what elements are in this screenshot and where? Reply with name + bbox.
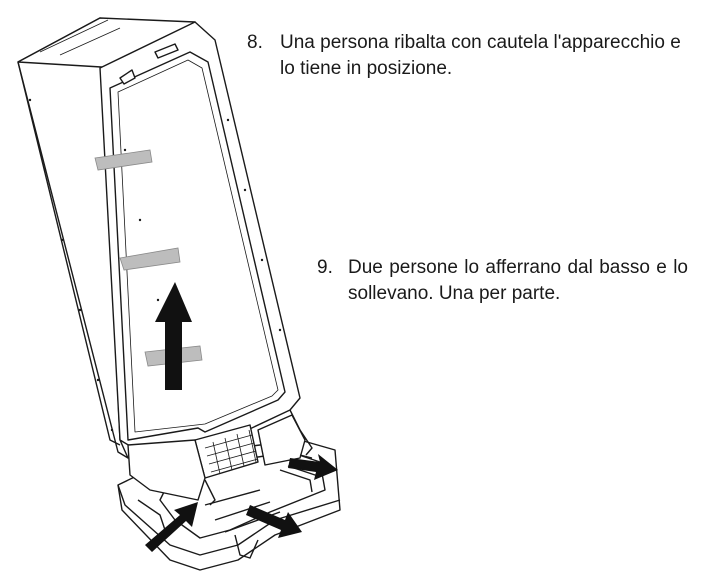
appliance-front (99, 21, 301, 459)
step-9-number: 9. (317, 257, 333, 278)
step-8-text: Una persona ribalta con cautela l'appare… (280, 32, 681, 79)
bottom-grille (194, 424, 259, 479)
pull-arrow-icon (246, 505, 302, 538)
lift-arrow-icon (155, 282, 192, 390)
push-arrow-left-icon (145, 502, 198, 552)
step-9: 9. Due persone lo afferrano dal basso e … (317, 255, 697, 307)
step-8-number: 8. (247, 32, 263, 53)
push-arrow-right-icon (288, 454, 338, 480)
step-9-text: Due persone lo afferrano dal basso e lo … (348, 257, 688, 304)
step-8: 8. Una persona ribalta con cautela l'app… (247, 30, 697, 82)
door-frame (109, 51, 286, 441)
